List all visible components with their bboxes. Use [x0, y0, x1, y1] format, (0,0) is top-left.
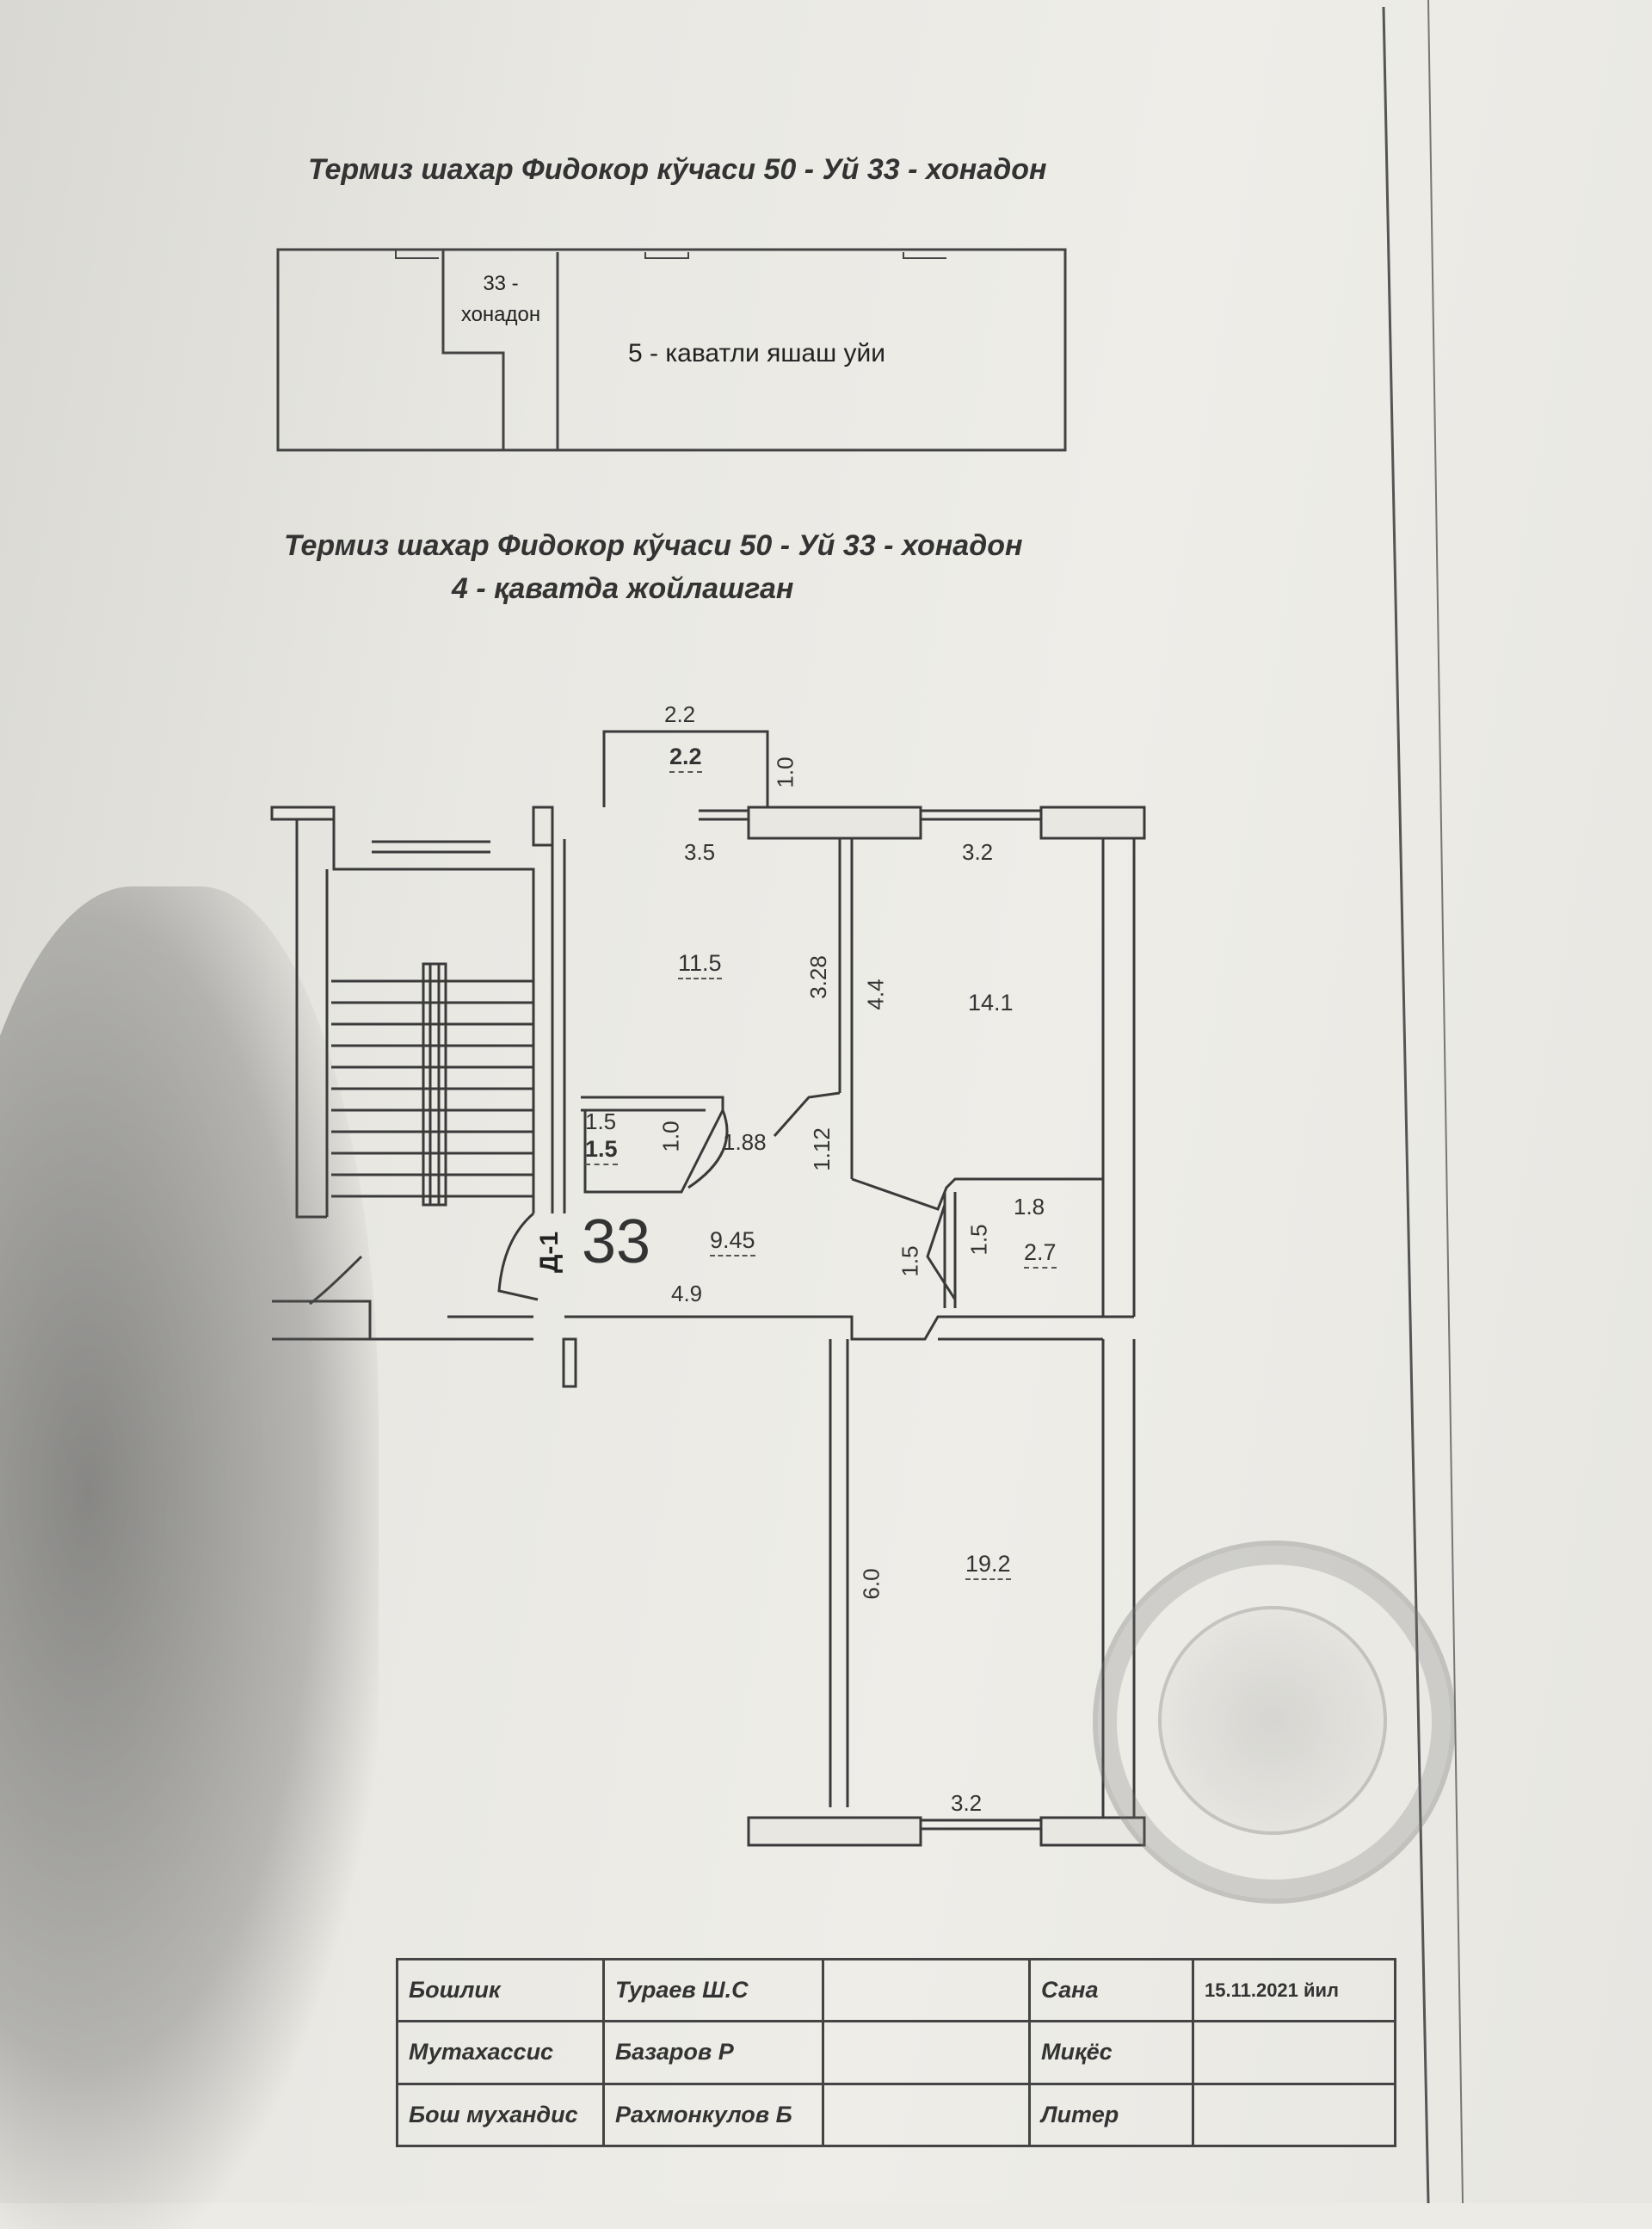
balcony-width: 2.2: [664, 701, 696, 727]
room3-width: 3.2: [951, 1790, 983, 1816]
room3-area: 19.2: [965, 1551, 1011, 1580]
room1-length: 3.28: [804, 955, 831, 999]
room2-area: 14.1: [968, 990, 1014, 1016]
title-line-3: 4 - қаватда жойлашган: [452, 572, 794, 605]
value-cell: [1192, 2020, 1396, 2085]
hall-side: 1.12: [808, 1127, 835, 1171]
bathroom-length: 1.5: [965, 1224, 992, 1256]
name-cell: Базаров Р: [602, 2020, 824, 2085]
room2-length: 4.4: [862, 979, 889, 1010]
signature-cell: [822, 2082, 1031, 2148]
hall-length: 4.9: [671, 1281, 703, 1306]
role-cell: Мутахассис: [396, 2020, 605, 2085]
room3-length: 6.0: [858, 1568, 885, 1600]
bathroom-door-side: 1.5: [897, 1245, 923, 1277]
hall-area: 9.45: [710, 1227, 755, 1257]
signature-row: Бошлик Тураев Ш.С Сана 15.11.2021 йил: [396, 1957, 1396, 2023]
field-cell: Литер: [1028, 2082, 1194, 2148]
bathroom-width: 1.8: [1014, 1194, 1045, 1219]
hall-width: 1.88: [723, 1129, 767, 1155]
storage-width: 1.5: [585, 1108, 617, 1134]
signature-cell: [822, 1957, 1031, 2023]
balcony-depth: 1.0: [772, 756, 798, 788]
storage-length: 1.0: [657, 1121, 684, 1152]
signature-row: Мутахассис Базаров Р Миқёс: [396, 2020, 1396, 2085]
name-cell: Рахмонкулов Б: [602, 2082, 824, 2148]
signature-cell: [822, 2020, 1031, 2085]
value-cell: [1192, 2082, 1396, 2148]
role-cell: Бошлик: [396, 1957, 605, 2023]
title-line-2: Термиз шахар Фидокор кўчаси 50 - Уй 33 -…: [284, 529, 1023, 562]
room1-width: 3.5: [684, 839, 716, 865]
storage-area: 1.5: [585, 1136, 618, 1165]
door-label: Д-1: [535, 1231, 564, 1274]
date-cell: 15.11.2021 йил: [1192, 1957, 1396, 2023]
balcony-area: 2.2: [669, 744, 702, 773]
room2-width: 3.2: [962, 839, 994, 865]
title-line-1: Термиз шахар Фидокор кўчаси 50 - Уй 33 -…: [308, 153, 1047, 186]
field-cell: Миқёс: [1028, 2020, 1194, 2085]
room1-area: 11.5: [678, 950, 722, 979]
field-cell: Сана: [1028, 1957, 1194, 2023]
hand-shadow: [0, 886, 379, 2229]
name-cell: Тураев Ш.С: [602, 1957, 824, 2023]
official-stamp: [1093, 1541, 1456, 1904]
signature-table: Бошлик Тураев Ш.С Сана 15.11.2021 йил Му…: [396, 1957, 1396, 2148]
bathroom-area: 2.7: [1024, 1239, 1057, 1269]
situation-apartment-label: 33 - хонадон: [460, 272, 541, 326]
apartment-number: 33: [582, 1207, 651, 1276]
role-cell: Бош мухандис: [396, 2082, 605, 2148]
situation-building-label: 5 - каватли яшаш уйи: [628, 339, 886, 367]
signature-row: Бош мухандис Рахмонкулов Б Литер: [396, 2082, 1396, 2148]
